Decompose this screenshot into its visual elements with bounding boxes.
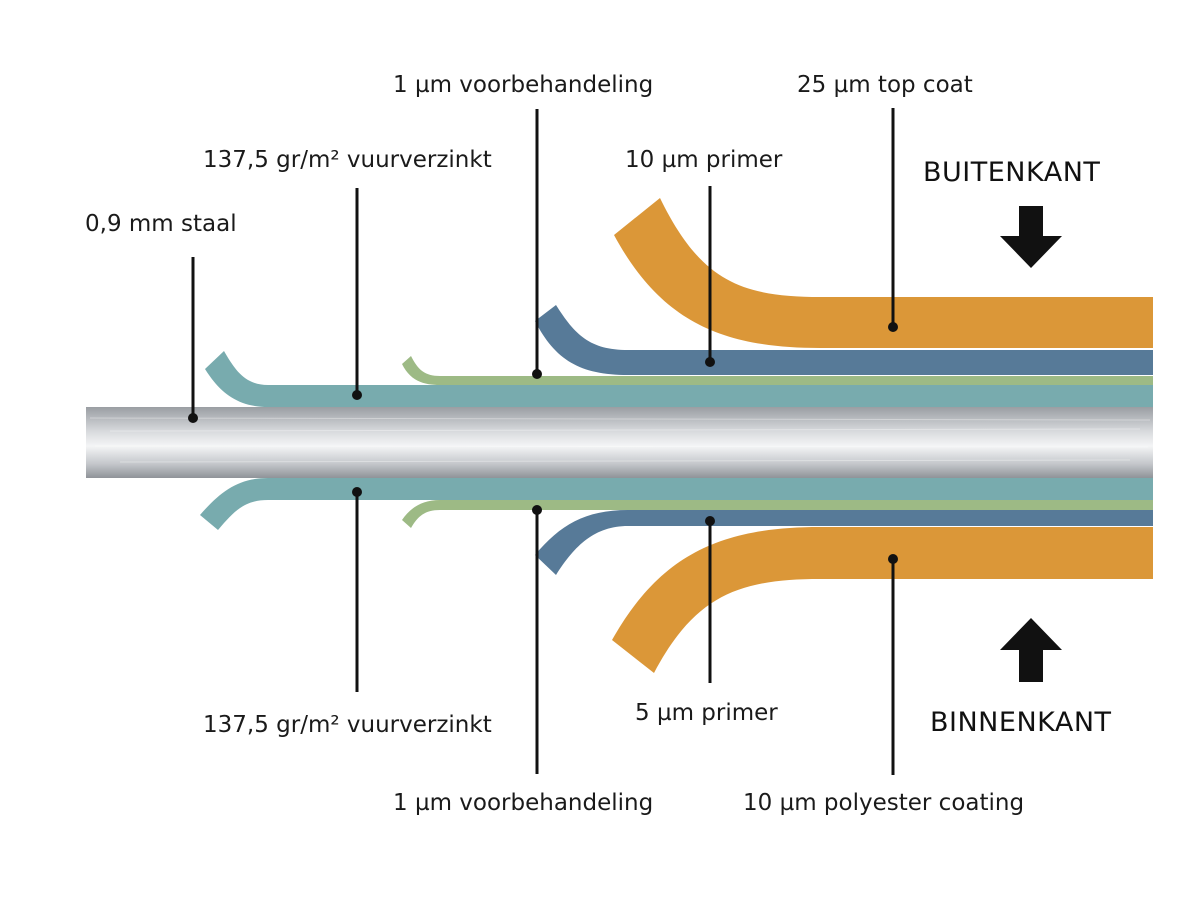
label-steel: 0,9 mm staal xyxy=(85,211,237,237)
label-topcoat: 25 µm top coat xyxy=(797,72,973,98)
zinc-bottom-layer xyxy=(200,478,1153,530)
label-inside: BINNENKANT xyxy=(930,707,1112,738)
leader-lines xyxy=(188,108,898,775)
leader-dot-pretreat-top xyxy=(532,369,542,379)
label-primer-top: 10 µm primer xyxy=(625,147,783,173)
leader-dot-primer-top xyxy=(705,357,715,367)
leader-dot-steel xyxy=(188,413,198,423)
topcoat-layer xyxy=(614,198,1153,348)
label-zinc-top: 137,5 gr/m² vuurverzinkt xyxy=(203,147,492,173)
primer-bottom-layer xyxy=(535,510,1153,575)
label-zinc-bottom: 137,5 gr/m² vuurverzinkt xyxy=(203,712,492,738)
pretreatment-top-layer xyxy=(402,356,1153,385)
label-polyester: 10 µm polyester coating xyxy=(743,790,1024,816)
polyester-layer xyxy=(612,527,1153,673)
label-pretreatment-bottom: 1 µm voorbehandeling xyxy=(393,790,653,816)
arrow-down-icon xyxy=(1000,206,1062,268)
primer-top-layer xyxy=(535,305,1153,375)
leader-dot-pretreat-bottom xyxy=(532,505,542,515)
leader-dot-polyester xyxy=(888,554,898,564)
label-primer-bottom: 5 µm primer xyxy=(635,700,778,726)
zinc-top-layer xyxy=(205,351,1153,407)
arrow-up-icon xyxy=(1000,618,1062,682)
leader-dot-zinc-bottom xyxy=(352,487,362,497)
steel-brush-texture xyxy=(89,417,1151,463)
steel-core xyxy=(86,407,1153,478)
leader-dot-zinc-top xyxy=(352,390,362,400)
label-outside: BUITENKANT xyxy=(923,157,1100,188)
label-pretreatment-top: 1 µm voorbehandeling xyxy=(393,72,653,98)
pretreatment-bottom-layer xyxy=(402,500,1153,528)
leader-dot-topcoat xyxy=(888,322,898,332)
leader-dot-primer-bottom xyxy=(705,516,715,526)
